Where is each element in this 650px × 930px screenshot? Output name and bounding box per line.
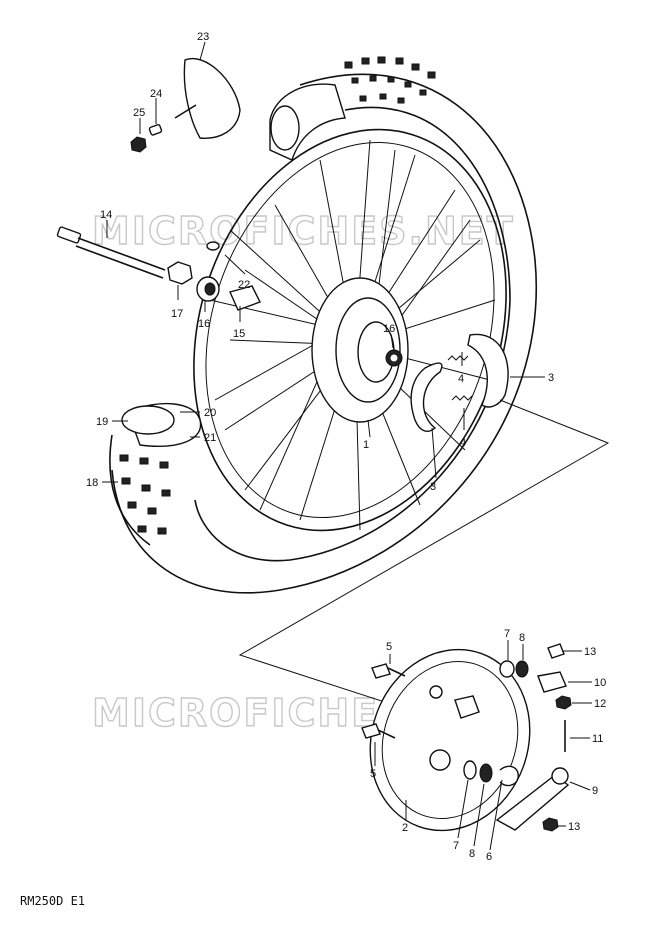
callout-13-upper: 13 [584, 646, 596, 658]
leader-lines [102, 41, 592, 851]
assembly-link-line [238, 399, 610, 721]
callout-21: 21 [204, 432, 216, 444]
callout-4-upper: 4 [458, 373, 464, 385]
callout-4-lower: 4 [460, 437, 466, 449]
callout-10: 10 [594, 677, 606, 689]
callout-23: 23 [197, 31, 209, 43]
front-axle [56, 226, 166, 279]
rim-lock-bolt [174, 104, 197, 119]
brake-spring-lower [451, 395, 473, 401]
panel-bolt-upper [371, 663, 391, 679]
callout-15: 15 [233, 328, 245, 340]
callout-22: 22 [238, 279, 250, 291]
callout-3-lower: 3 [430, 481, 436, 493]
washer-8-upper [515, 660, 529, 678]
callout-5-lower: 5 [370, 768, 376, 780]
rim-lock [183, 57, 241, 139]
callout-16-right: 16 [383, 323, 395, 335]
washer-8-lower [479, 763, 493, 783]
callout-25: 25 [133, 107, 145, 119]
callout-7-upper: 7 [504, 628, 510, 640]
brake-shoe-upper [467, 333, 509, 408]
tire-tread-top [344, 56, 436, 104]
callout-8-upper: 8 [519, 632, 525, 644]
washer-7-lower [463, 760, 477, 780]
callout-2: 2 [402, 822, 408, 834]
callout-11: 11 [592, 733, 603, 745]
callout-12: 12 [594, 698, 606, 710]
callout-3-upper: 3 [548, 372, 554, 384]
callout-6: 6 [486, 851, 492, 863]
tire-inner-edge [194, 106, 511, 562]
tire-tread-lower [119, 454, 171, 535]
axle-nut [167, 261, 193, 285]
callout-17: 17 [171, 308, 183, 320]
callout-20: 20 [204, 407, 216, 419]
brake-panel [369, 648, 531, 832]
rim-lock-nut [130, 136, 147, 153]
adjuster-bolt-top [547, 643, 565, 659]
callout-9: 9 [592, 785, 598, 797]
model-code: RM250D E1 [20, 894, 85, 908]
cable-guide [537, 671, 567, 693]
panel-bolt-lower [361, 723, 381, 739]
callout-8-lower: 8 [469, 848, 475, 860]
callout-1: 1 [363, 439, 369, 451]
callout-18: 18 [86, 477, 98, 489]
nut-12 [555, 695, 572, 710]
wheel-assembly [56, 56, 537, 594]
tube-top-opening [270, 105, 300, 151]
brake-cam-lever [495, 774, 570, 831]
callout-13-lower: 13 [568, 821, 580, 833]
brake-panel-assembly [361, 643, 572, 832]
lever-bolt [542, 817, 559, 832]
callout-5-upper: 5 [386, 641, 392, 653]
tire-lower-edge [109, 434, 151, 546]
brake-shoe-lower [410, 362, 443, 432]
callout-labels: 23 24 25 14 22 17 16 15 16 3 4 4 3 1 19 … [86, 31, 606, 863]
tube-opening [121, 405, 175, 435]
brake-spring-upper [447, 355, 469, 361]
callout-7-lower: 7 [453, 840, 459, 852]
callout-19: 19 [96, 416, 108, 428]
washer-7-upper [499, 660, 515, 678]
watermark-top: MICROFICHES.NET [92, 209, 515, 253]
spoke-nipple [206, 241, 220, 251]
tire-outline [111, 73, 537, 594]
bearing-spacer [229, 285, 261, 311]
rim-lock-washer [148, 124, 163, 136]
callout-24: 24 [150, 88, 162, 100]
callout-14: 14 [100, 209, 112, 221]
return-spring-6 [499, 765, 519, 787]
callout-16-left: 16 [198, 318, 210, 330]
